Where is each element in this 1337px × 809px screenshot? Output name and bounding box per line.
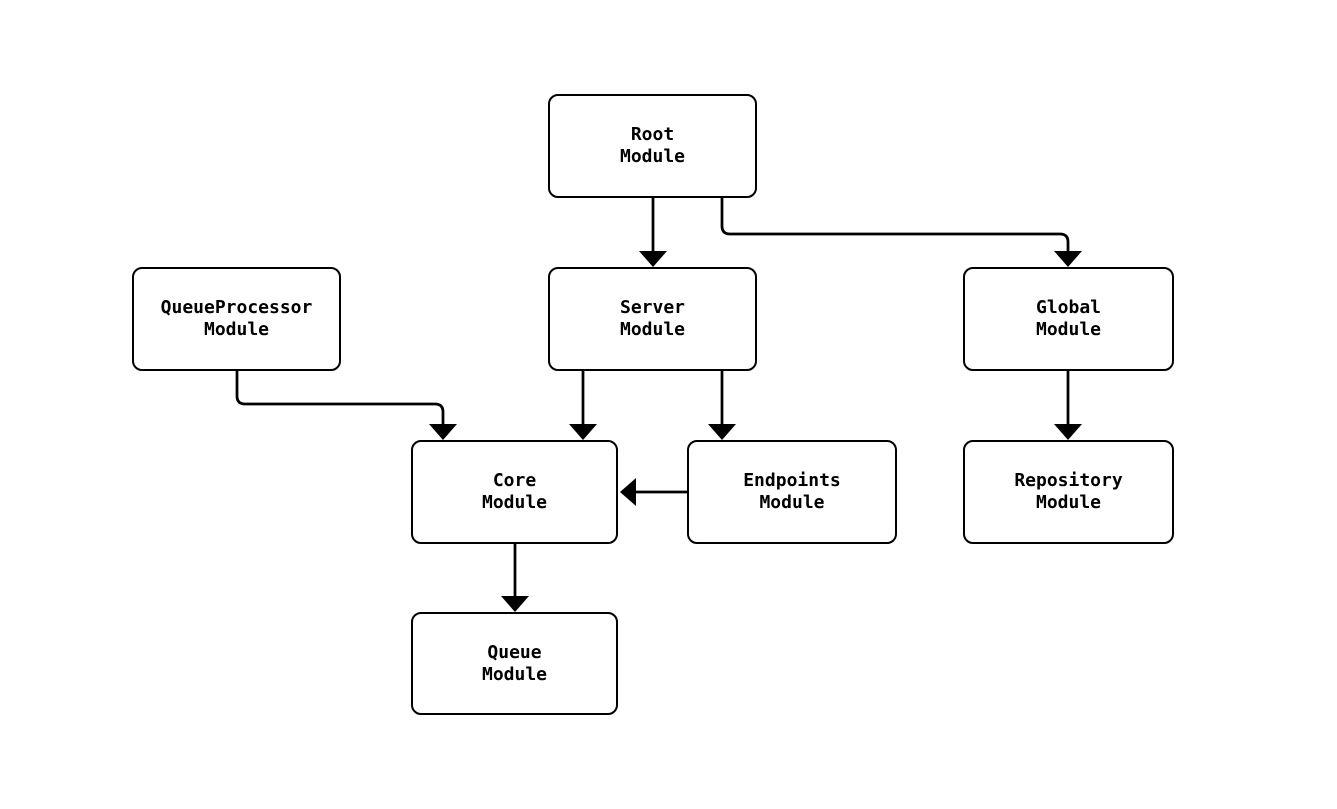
edge-endpoints-to-core — [620, 478, 687, 506]
edge-core-to-queue — [501, 544, 529, 612]
node-repository-module: Repository Module — [963, 440, 1174, 544]
node-endpoints-module: Endpoints Module — [687, 440, 897, 544]
node-endpoints-module-label: Endpoints Module — [743, 470, 841, 513]
edge-root-to-server — [639, 198, 667, 267]
node-global-module: Global Module — [963, 267, 1174, 371]
node-repository-module-label: Repository Module — [1014, 470, 1123, 513]
node-server-module-label: Server Module — [619, 297, 686, 340]
node-queue-module: Queue Module — [411, 612, 618, 715]
edge-root-to-global — [720, 198, 1082, 267]
edge-server-to-endpoints — [708, 371, 736, 440]
node-queueprocessor-module-label: QueueProcessor Module — [160, 297, 313, 340]
edge-queueprocessor-to-core — [235, 371, 457, 440]
node-core-module: Core Module — [411, 440, 618, 544]
node-global-module-label: Global Module — [1035, 297, 1102, 340]
edge-global-to-repository — [1054, 371, 1082, 440]
node-queue-module-label: Queue Module — [481, 641, 548, 685]
node-root-module-label: Root Module — [619, 124, 686, 167]
node-root-module: Root Module — [548, 94, 757, 198]
node-queueprocessor-module: QueueProcessor Module — [132, 267, 341, 371]
node-server-module: Server Module — [548, 267, 757, 371]
edge-server-to-core — [569, 371, 597, 440]
node-core-module-label: Core Module — [481, 470, 548, 513]
